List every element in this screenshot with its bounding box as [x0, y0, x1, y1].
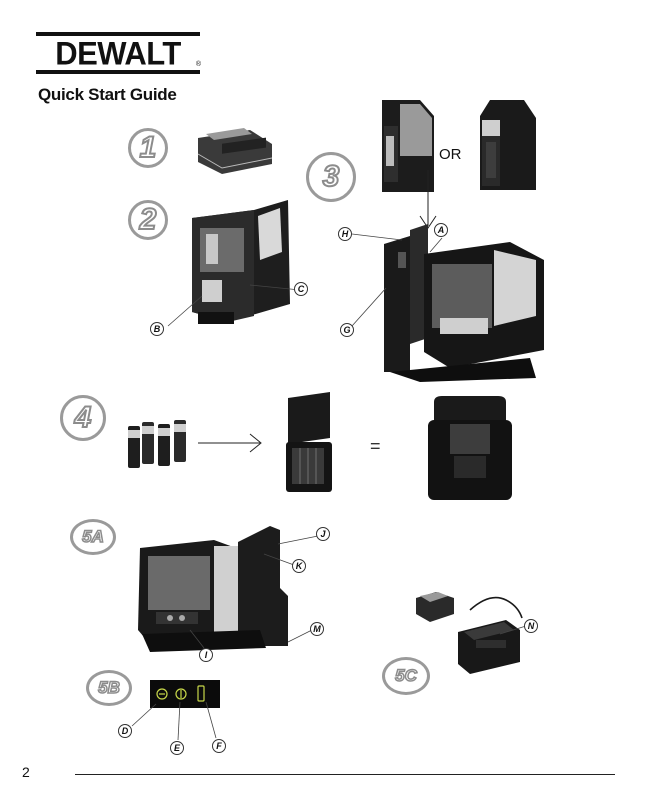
equals-symbol: = — [370, 436, 381, 457]
dewalt-logo: DEWALT ® — [36, 32, 200, 74]
step-4-badge: 4 — [60, 395, 106, 441]
callout-k: K — [292, 559, 306, 573]
callout-f: F — [212, 739, 226, 753]
callout-line-j — [276, 532, 320, 546]
charged-battery-pack-image — [424, 394, 514, 504]
aa-batteries-image — [126, 418, 190, 470]
laser-on-mount-image — [130, 518, 296, 654]
page-title: Quick Start Guide — [38, 85, 177, 105]
callout-line-a — [426, 236, 446, 256]
callout-a: A — [434, 223, 448, 237]
logo-text: DEWALT — [55, 37, 181, 70]
callout-h: H — [338, 227, 352, 241]
callout-m: M — [310, 622, 324, 636]
step-5a-badge: 5A — [70, 519, 116, 555]
page-number: 2 — [22, 764, 30, 780]
laser-with-bracket-image — [380, 222, 550, 384]
callout-line-i — [186, 628, 210, 650]
callout-line-b — [166, 294, 206, 330]
battery-option-b-image — [476, 96, 538, 196]
step-2-badge: 2 — [128, 200, 168, 240]
battery-holder-image — [282, 390, 336, 496]
callout-d: D — [118, 724, 132, 738]
footer-rule — [75, 774, 615, 775]
or-label: OR — [439, 146, 462, 163]
callout-e: E — [170, 741, 184, 755]
callout-line-k — [262, 552, 296, 568]
callout-n: N — [524, 619, 538, 633]
step-1-badge: 1 — [128, 128, 168, 168]
callout-line-g — [350, 286, 390, 330]
callout-j: J — [316, 527, 330, 541]
callout-b: B — [150, 322, 164, 336]
battery-pack-image — [192, 124, 278, 178]
step-3-badge: 3 — [306, 152, 356, 202]
callout-g: G — [340, 323, 354, 337]
callout-line-h — [352, 232, 404, 242]
callout-line-d — [128, 702, 160, 728]
step-5b-badge: 5B — [86, 670, 132, 706]
callout-i: I — [199, 648, 213, 662]
right-arrow — [198, 432, 264, 454]
callout-line-e — [174, 700, 184, 742]
callout-c: C — [294, 282, 308, 296]
registered-mark: ® — [196, 61, 201, 68]
callout-line-f — [202, 700, 222, 740]
